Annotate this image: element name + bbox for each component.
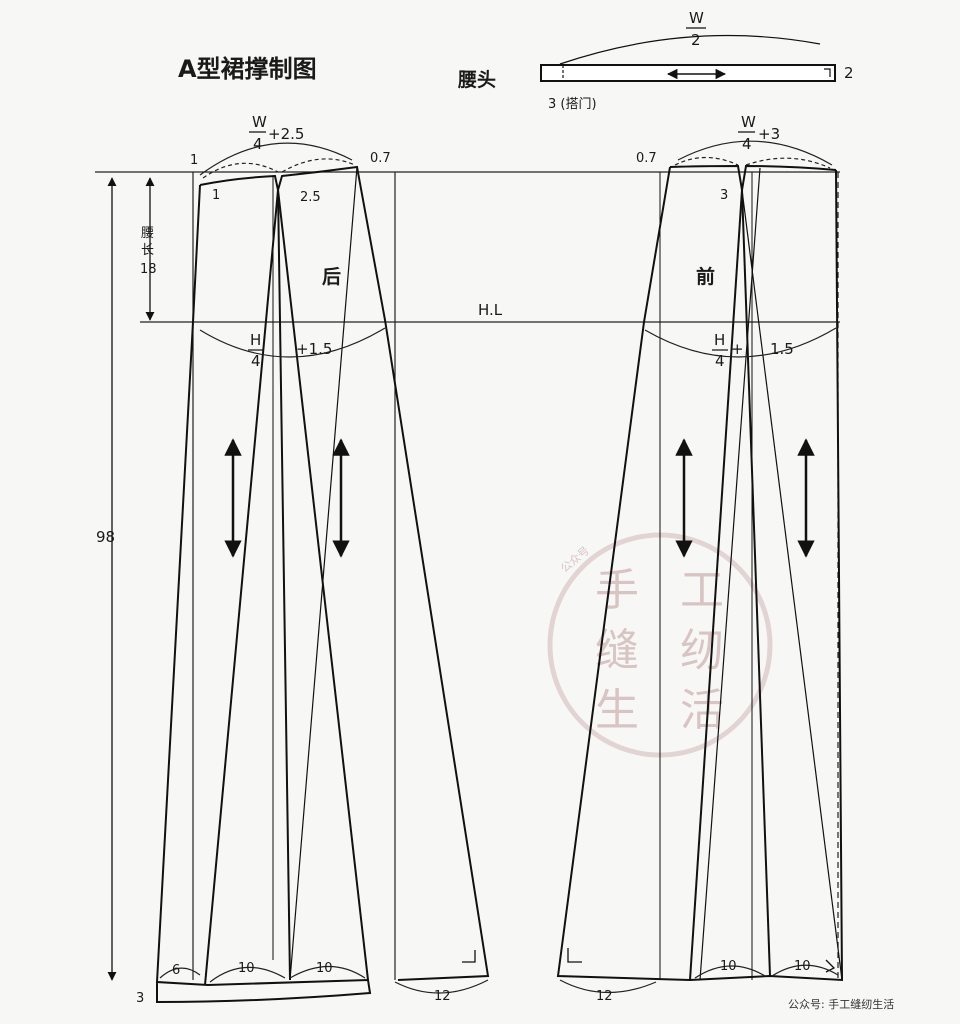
back-hem-6: 6 [172,963,180,978]
back-labels: 后 W 4 +2.5 1 1 2.5 0.7 H 4 +1.5 6 3 10 1… [136,113,451,1006]
back-label: 后 [322,266,341,288]
back-mark-1b: 1 [212,188,220,203]
back-hem-10a: 10 [238,961,255,976]
back-waist-den: 4 [253,135,263,153]
front-arcs [559,140,839,994]
waistband-piece: 腰头 W 2 2 3 (搭门) [457,9,854,112]
waistband-overlap-mark: 3 (搭门) [548,96,597,112]
hip-line-label: H.L [478,301,503,319]
waist-length-value: 18 [140,262,157,277]
footer-credit: 公众号: 手工缝纫生活 [788,997,894,1011]
back-hip-den: 4 [251,352,261,370]
back-hip-add: +1.5 [296,340,332,358]
back-hip-num: H [250,331,261,349]
waistband-w-den: 2 [691,31,701,49]
watermark-char-1: 手 [595,565,639,616]
front-hip-num: H [714,331,725,349]
front-hip-add: 1.5 [770,340,794,358]
waist-length-char-1: 腰 [141,226,154,241]
watermark-char-4: 纫 [680,625,724,676]
watermark-stamp: 公众号 手 工 缝 纫 生 活 [547,532,773,758]
grain-arrows [224,438,815,558]
front-waist-num: W [741,113,756,131]
dimension-lines: 腰 长 18 98 H.L [96,177,503,981]
waistband-right-mark: 2 [844,64,854,82]
watermark-char-5: 生 [595,685,639,736]
back-pattern [155,165,490,1004]
front-hem-10b: 10 [794,959,811,974]
back-mark-dart: 2.5 [300,190,321,205]
front-hem-10a: 10 [720,959,737,974]
waistband-w-num: W [689,9,704,27]
back-waist-num: W [252,113,267,131]
waistband-label: 腰头 [457,69,496,91]
front-hip-plus: + [731,340,744,358]
front-waist-add: +3 [758,125,780,143]
front-mark-07: 0.7 [636,151,657,166]
back-hem-3: 3 [136,991,144,1006]
back-hem-10b: 10 [316,961,333,976]
front-pattern [556,164,844,982]
total-length-value: 98 [96,528,115,546]
back-waist-add: +2.5 [268,125,304,143]
watermark-char-6: 活 [680,685,724,736]
page-title: A型裙撑制图 [178,55,317,83]
front-hem-12: 12 [596,989,613,1004]
back-mark-1a: 1 [190,153,198,168]
front-waist-den: 4 [742,135,752,153]
front-labels: 前 W 4 +3 0.7 3 H 4 + 1.5 12 10 10 [596,113,811,1004]
back-arcs [159,142,489,994]
waist-length-char-2: 长 [141,243,154,258]
front-mark-3: 3 [720,188,728,203]
front-label: 前 [696,265,715,288]
back-mark-07: 0.7 [370,151,391,166]
front-hip-den: 4 [715,352,725,370]
back-hem-12: 12 [434,989,451,1004]
guide-lines [95,171,840,982]
